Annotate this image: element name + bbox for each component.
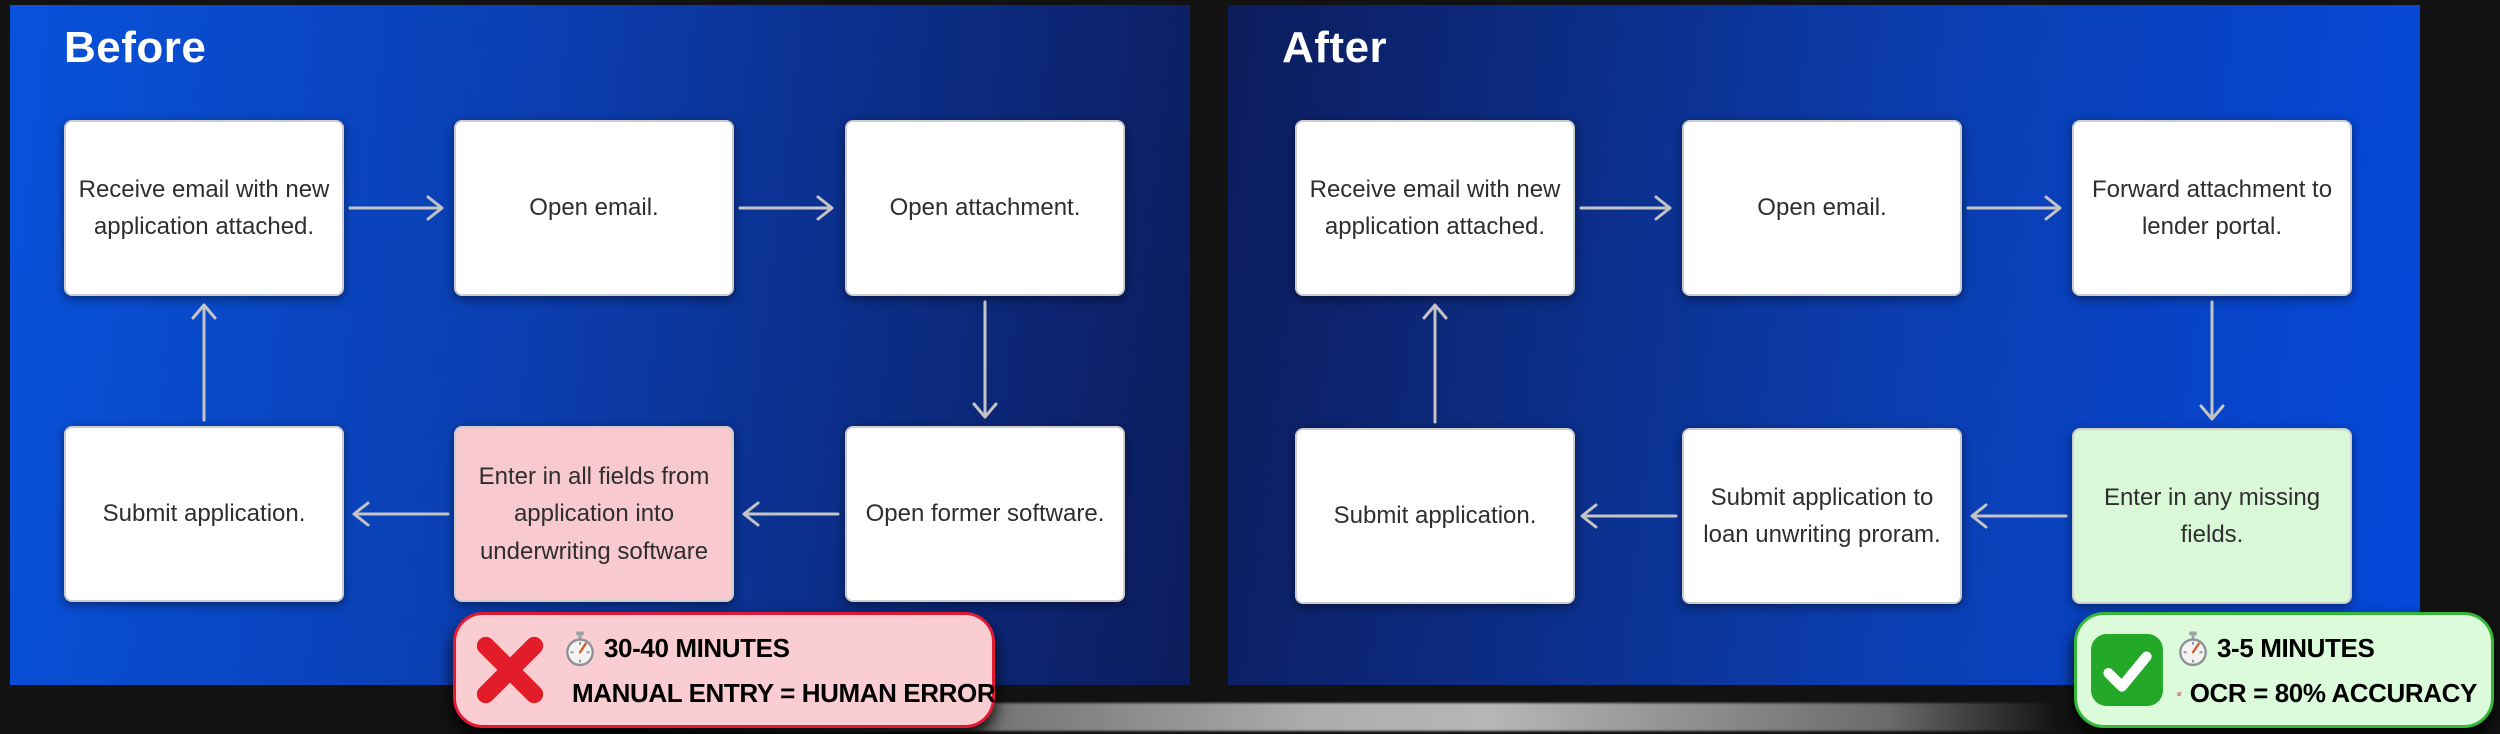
- before-metrics-lines: 30-40 MINUTES MANUAL ENTRY = HUMAN ERROR: [564, 630, 996, 711]
- step-box-open-email: Open email.: [454, 120, 734, 296]
- step-box-open-attachment: Open attachment.: [845, 120, 1125, 296]
- check-mark-icon: [2091, 634, 2163, 706]
- step-box-receive-email: Receive email with new application attac…: [64, 120, 344, 296]
- accuracy-metric-text: OCR = 80% ACCURACY: [2189, 678, 2478, 708]
- step-box-submit-application: Submit application.: [64, 426, 344, 602]
- after-panel: After Receive email with new application…: [1228, 5, 2420, 685]
- step-box-enter-missing-fields: Enter in any missing fields.: [2072, 428, 2352, 604]
- step-box-submit-to-loan-program: Submit application to loan unwriting pro…: [1682, 428, 1962, 604]
- step-box-forward-attachment: Forward attachment to lender portal.: [2072, 120, 2352, 296]
- after-panel-title: After: [1282, 23, 1388, 72]
- before-panel-title: Before: [64, 23, 207, 72]
- time-metric-text: 30-40 MINUTES: [604, 632, 790, 663]
- time-metric-line: 30-40 MINUTES: [564, 630, 974, 667]
- step-box-open-email: Open email.: [1682, 120, 1962, 296]
- step-box-submit-application: Submit application.: [1295, 428, 1575, 604]
- stopwatch-icon: [566, 631, 594, 666]
- accuracy-metric-line: MANUAL ENTRY = HUMAN ERROR: [564, 677, 996, 711]
- before-metrics-badge: 30-40 MINUTES MANUAL ENTRY = HUMAN ERROR: [453, 612, 996, 728]
- accuracy-metric-line: OCR = 80% ACCURACY: [2177, 677, 2477, 711]
- cross-mark-icon: [476, 636, 544, 704]
- step-box-enter-all-fields: Enter in all fields from application int…: [454, 426, 734, 602]
- before-panel: Before Receive email with new applicatio…: [10, 5, 1190, 685]
- step-box-receive-email: Receive email with new application attac…: [1295, 120, 1575, 296]
- after-metrics-badge: 3-5 MINUTES OCR = 80% ACCURACY: [2074, 612, 2494, 728]
- time-metric-line: 3-5 MINUTES: [2177, 630, 2477, 667]
- dart-target-icon: [2177, 691, 2182, 696]
- accuracy-metric-text: MANUAL ENTRY = HUMAN ERROR: [572, 678, 996, 708]
- step-box-open-former-software: Open former software.: [845, 426, 1125, 602]
- after-metrics-lines: 3-5 MINUTES OCR = 80% ACCURACY: [2177, 630, 2477, 711]
- time-metric-text: 3-5 MINUTES: [2217, 632, 2375, 663]
- stopwatch-icon: [2179, 631, 2207, 666]
